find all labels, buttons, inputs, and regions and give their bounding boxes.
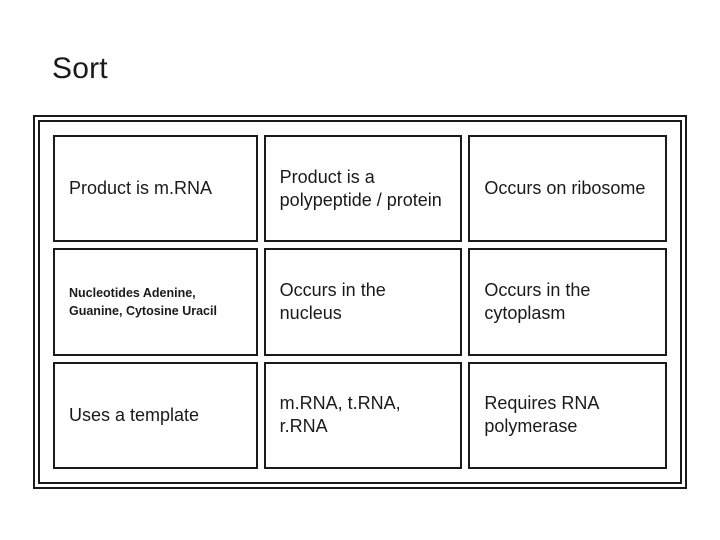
- sort-cell-label: Occurs in the nucleus: [279, 279, 386, 323]
- sort-cell-r2c3[interactable]: Occurs in the cytoplasm: [468, 248, 667, 356]
- sort-cell-label: Occurs in the cytoplasm: [484, 279, 591, 323]
- sort-cell-label: Uses a template: [69, 404, 200, 425]
- sort-cell-label: Product is a polypeptide / protein: [279, 166, 442, 210]
- sort-table-outer-frame: Product is m.RNA Product is a polypeptid…: [33, 115, 687, 489]
- sort-cell-r1c2[interactable]: Product is a polypeptide / protein: [263, 135, 463, 243]
- sort-cell-r1c3[interactable]: Occurs on ribosome: [468, 135, 667, 243]
- sort-table: Product is m.RNA Product is a polypeptid…: [47, 129, 673, 475]
- sort-cell-label: Occurs on ribosome: [484, 178, 646, 199]
- sort-table-inner-frame: Product is m.RNA Product is a polypeptid…: [38, 120, 682, 484]
- sort-cell-r2c1[interactable]: Nucleotides Adenine, Guanine, Cytosine U…: [53, 248, 258, 356]
- sort-cell-r3c1[interactable]: Uses a template: [53, 361, 258, 469]
- sort-cell-r3c3[interactable]: Requires RNA polymerase: [468, 361, 667, 469]
- sort-cell-label: Nucleotides Adenine, Guanine, Cytosine U…: [69, 285, 217, 318]
- table-row: Uses a template m.RNA, t.RNA, r.RNA Requ…: [53, 361, 667, 469]
- sort-cell-r3c2[interactable]: m.RNA, t.RNA, r.RNA: [263, 361, 463, 469]
- sort-cell-r1c1[interactable]: Product is m.RNA: [53, 135, 258, 243]
- table-row: Product is m.RNA Product is a polypeptid…: [53, 135, 667, 243]
- page-title: Sort: [52, 52, 108, 85]
- sort-cell-label: Requires RNA polymerase: [484, 393, 599, 437]
- sort-cell-label: Product is m.RNA: [69, 178, 213, 199]
- table-row: Nucleotides Adenine, Guanine, Cytosine U…: [53, 248, 667, 356]
- sort-cell-label: m.RNA, t.RNA, r.RNA: [279, 393, 401, 437]
- sort-cell-r2c2[interactable]: Occurs in the nucleus: [263, 248, 463, 356]
